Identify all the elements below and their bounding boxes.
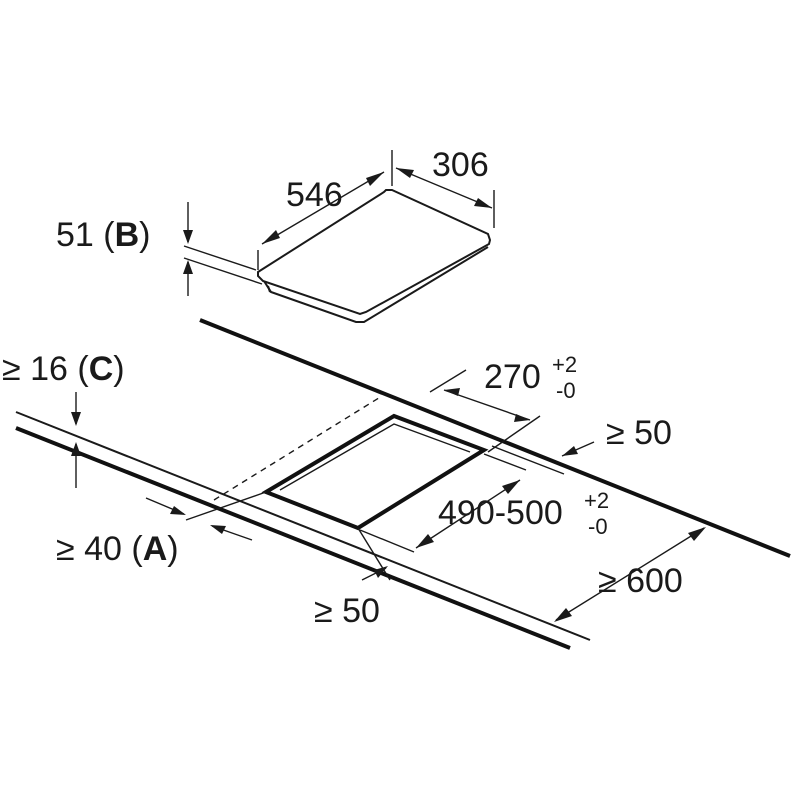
dimension-306: 306: [395, 146, 495, 228]
label-40-key-a: A: [143, 530, 168, 568]
label-600: ≥ 600: [598, 562, 683, 600]
label-490-500: 490-500: [438, 494, 563, 532]
dimension-600: ≥ 600: [554, 527, 706, 622]
label-wall-50: ≥ 50: [606, 414, 672, 452]
cutout-inner: [279, 423, 471, 491]
label-490-500-tol-minus: -0: [588, 514, 608, 539]
worktop-top-front-edge: [15, 411, 591, 641]
dimension-16-c: ≥ 16 (C): [2, 350, 125, 488]
label-40: ≥ 40 (: [56, 530, 143, 568]
label-51: 51 (: [56, 216, 115, 254]
worktop-bottom-front-edge: [15, 426, 571, 650]
worktop-cutout: [213, 395, 489, 531]
dimension-270: 270 +2 -0: [429, 352, 577, 453]
svg-text:≥ 40 (A): ≥ 40 (A): [56, 530, 179, 568]
cutout-dashed-projection: [213, 395, 383, 501]
hob-body-underside: [267, 285, 271, 293]
worktop: [15, 318, 791, 650]
worktop-back-edge: [199, 318, 791, 558]
svg-text:51 (B): 51 (B): [56, 216, 150, 254]
label-306: 306: [432, 146, 489, 184]
cutout-outer: [261, 413, 489, 531]
dimension-546: 546: [257, 150, 393, 270]
label-270-tol-minus: -0: [556, 378, 576, 403]
dimension-wall-50: ≥ 50: [491, 414, 672, 475]
label-546: 546: [286, 176, 343, 214]
label-51-key-b: B: [115, 216, 140, 254]
hob-body-side: [263, 246, 489, 323]
label-16-close: ): [113, 350, 124, 388]
label-16: ≥ 16 (: [2, 350, 89, 388]
dimension-51-b: 51 (B): [56, 202, 263, 296]
dimension-40-a: ≥ 40 (A): [56, 491, 267, 568]
label-490-500-tol-plus: +2: [584, 488, 609, 513]
label-16-key-c: C: [89, 350, 114, 388]
label-side-50: ≥ 50: [314, 592, 380, 630]
label-40-close: ): [167, 530, 178, 568]
svg-text:270: 270: [484, 358, 541, 396]
label-51-close: ): [139, 216, 150, 254]
label-270: 270: [484, 358, 541, 396]
dimension-side-50: ≥ 50: [314, 527, 391, 630]
hob-glass-top: [257, 189, 492, 316]
label-270-tol-plus: +2: [552, 352, 577, 377]
dimension-490-500: 490-500 +2 -0: [359, 453, 609, 553]
hob-appliance: [257, 189, 492, 323]
svg-text:≥ 16 (C): ≥ 16 (C): [2, 350, 125, 388]
